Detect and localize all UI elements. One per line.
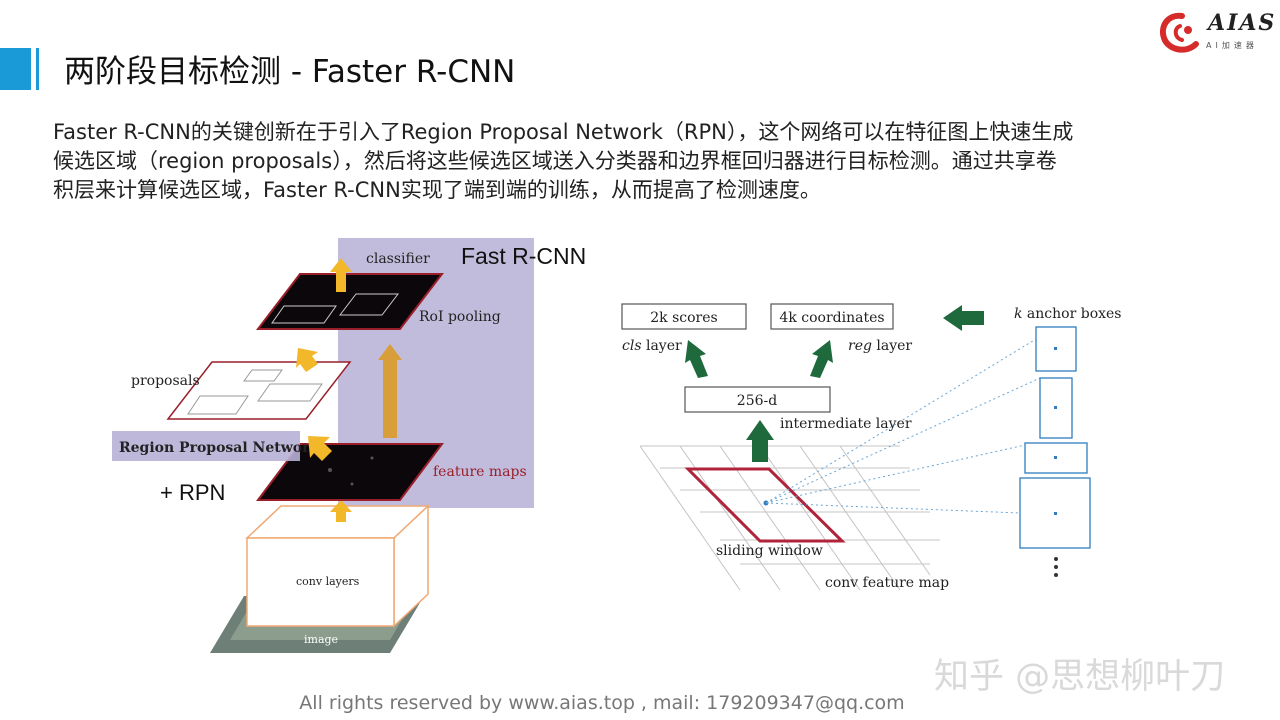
arrow-up-icon — [746, 420, 774, 462]
arrow-up-icon — [685, 340, 708, 378]
conv-layers-box — [246, 537, 395, 627]
paragraph-line: 候选区域（region proposals），然后将这些候选区域送入分类器和边界… — [53, 149, 1057, 173]
classifier-label: classifier — [366, 251, 430, 267]
arrow-up-icon — [330, 500, 352, 522]
arrow-left-icon — [943, 305, 984, 331]
zhihu-watermark: 知乎 @思想柳叶刀 — [934, 657, 1226, 697]
256d-box — [684, 386, 831, 413]
fast-rcnn-label: Fast R-CNN — [461, 243, 586, 269]
conv-feature-map-grid — [639, 445, 940, 591]
conv-feature-map-label: conv feature map — [825, 575, 949, 591]
title-accent-line — [36, 48, 39, 90]
rpn-label: Region Proposal Network — [119, 440, 319, 456]
feature-maps-label: feature maps — [433, 464, 527, 480]
footer-copyright: All rights reserved by www.aias.top , ma… — [299, 692, 905, 714]
feature-maps-layer — [256, 443, 444, 501]
image-label: image — [304, 633, 338, 646]
arrow-up-icon — [330, 258, 352, 292]
title-accent-bar — [0, 48, 31, 90]
paragraph-line: 积层来计算候选区域，Faster R-CNN实现了端到端的训练，从而提高了检测速… — [53, 178, 821, 202]
sliding-window-label: sliding window — [716, 543, 823, 559]
anchor-box — [1039, 377, 1073, 439]
proposals-label: proposals — [131, 373, 200, 389]
scores-box — [621, 303, 747, 330]
sliding-window — [684, 467, 846, 543]
arrow-up-icon — [308, 436, 332, 461]
coordinates-box — [770, 303, 894, 330]
more-dots-icon — [1054, 557, 1058, 577]
arrow-up-icon — [810, 340, 833, 378]
reg-layer-label: reg layer — [848, 338, 912, 354]
anchor-lines — [765, 338, 1041, 514]
logo-text: AIAS — [1208, 10, 1277, 36]
roi-pooling-label: RoI pooling — [419, 309, 501, 325]
page-title: 两阶段目标检测 - Faster R-CNN — [64, 54, 516, 90]
rpn-band — [112, 431, 300, 461]
anchor-boxes-label: k anchor boxes — [1014, 306, 1121, 322]
conv-layers-label: conv layers — [296, 575, 360, 588]
logo-subtitle: AI加速器 — [1206, 41, 1258, 50]
256d-label: 256-d — [737, 393, 777, 409]
arrow-up-icon — [296, 348, 318, 372]
proposals-layer — [166, 361, 352, 420]
coordinates-label: 4k coordinates — [779, 310, 884, 326]
paragraph-line: Faster R-CNN的关键创新在于引入了Region Proposal Ne… — [53, 120, 1074, 144]
anchor-boxes — [1019, 326, 1091, 549]
intermediate-layer-label: intermediate layer — [780, 416, 912, 432]
plus-rpn-label: + RPN — [160, 480, 225, 505]
description-paragraph: Faster R-CNN的关键创新在于引入了Region Proposal Ne… — [53, 118, 1233, 205]
scores-label: 2k scores — [650, 310, 717, 326]
arrow-up-icon — [378, 344, 402, 438]
aias-logo-icon — [1160, 12, 1199, 53]
cls-layer-label: cls layer — [622, 338, 682, 354]
